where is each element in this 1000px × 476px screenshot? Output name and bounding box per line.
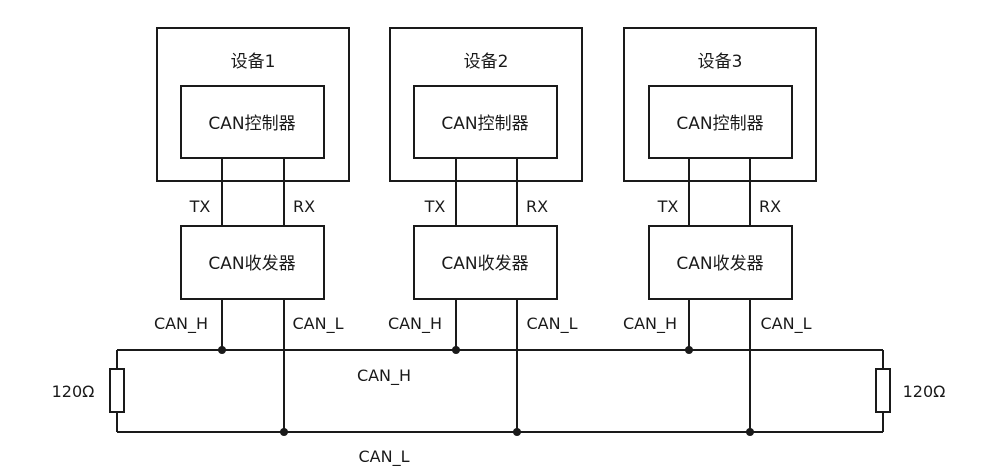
device-1-canh-label: CAN_H xyxy=(154,314,208,334)
device-1-controller-label: CAN控制器 xyxy=(208,114,295,134)
device-3-transceiver-box xyxy=(648,225,793,300)
left-terminator-label: 120Ω xyxy=(52,382,95,401)
device-2-transceiver-box xyxy=(413,225,558,300)
device-2-controller-label: CAN控制器 xyxy=(441,114,528,134)
device-1-transceiver-box xyxy=(180,225,325,300)
device-2-box xyxy=(389,27,583,182)
device-1-rx-label: RX xyxy=(293,197,315,216)
device-1-canl-label: CAN_L xyxy=(293,314,344,334)
device-1-transceiver-label: CAN收发器 xyxy=(208,254,295,274)
junction-dot xyxy=(218,346,226,354)
device-1-controller-box xyxy=(180,85,325,159)
device-3-canh-label: CAN_H xyxy=(623,314,677,334)
bus-canh-label: CAN_H xyxy=(357,366,411,386)
device-3-box xyxy=(623,27,817,182)
bus-canl-label: CAN_L xyxy=(359,447,410,467)
left-terminator-resistor xyxy=(109,368,125,413)
right-terminator-label: 120Ω xyxy=(903,382,946,401)
device-3-title: 设备3 xyxy=(698,52,743,72)
device-1-title: 设备1 xyxy=(231,52,276,72)
junction-dot xyxy=(280,428,288,436)
device-2-transceiver-label: CAN收发器 xyxy=(441,254,528,274)
device-3-rx-label: RX xyxy=(759,197,781,216)
junction-dot xyxy=(513,428,521,436)
device-2-canh-label: CAN_H xyxy=(388,314,442,334)
device-1-tx-label: TX xyxy=(189,197,211,216)
right-terminator-resistor xyxy=(875,368,891,413)
device-2-rx-label: RX xyxy=(526,197,548,216)
device-3-controller-label: CAN控制器 xyxy=(676,114,763,134)
device-2-tx-label: TX xyxy=(424,197,446,216)
device-3-tx-label: TX xyxy=(657,197,679,216)
device-2-title: 设备2 xyxy=(464,52,509,72)
device-3-controller-box xyxy=(648,85,793,159)
device-2-controller-box xyxy=(413,85,558,159)
device-1-box xyxy=(156,27,350,182)
junction-dot xyxy=(452,346,460,354)
junction-dot xyxy=(746,428,754,436)
junction-dot xyxy=(685,346,693,354)
device-2-canl-label: CAN_L xyxy=(527,314,578,334)
device-3-canl-label: CAN_L xyxy=(761,314,812,334)
device-3-transceiver-label: CAN收发器 xyxy=(676,254,763,274)
